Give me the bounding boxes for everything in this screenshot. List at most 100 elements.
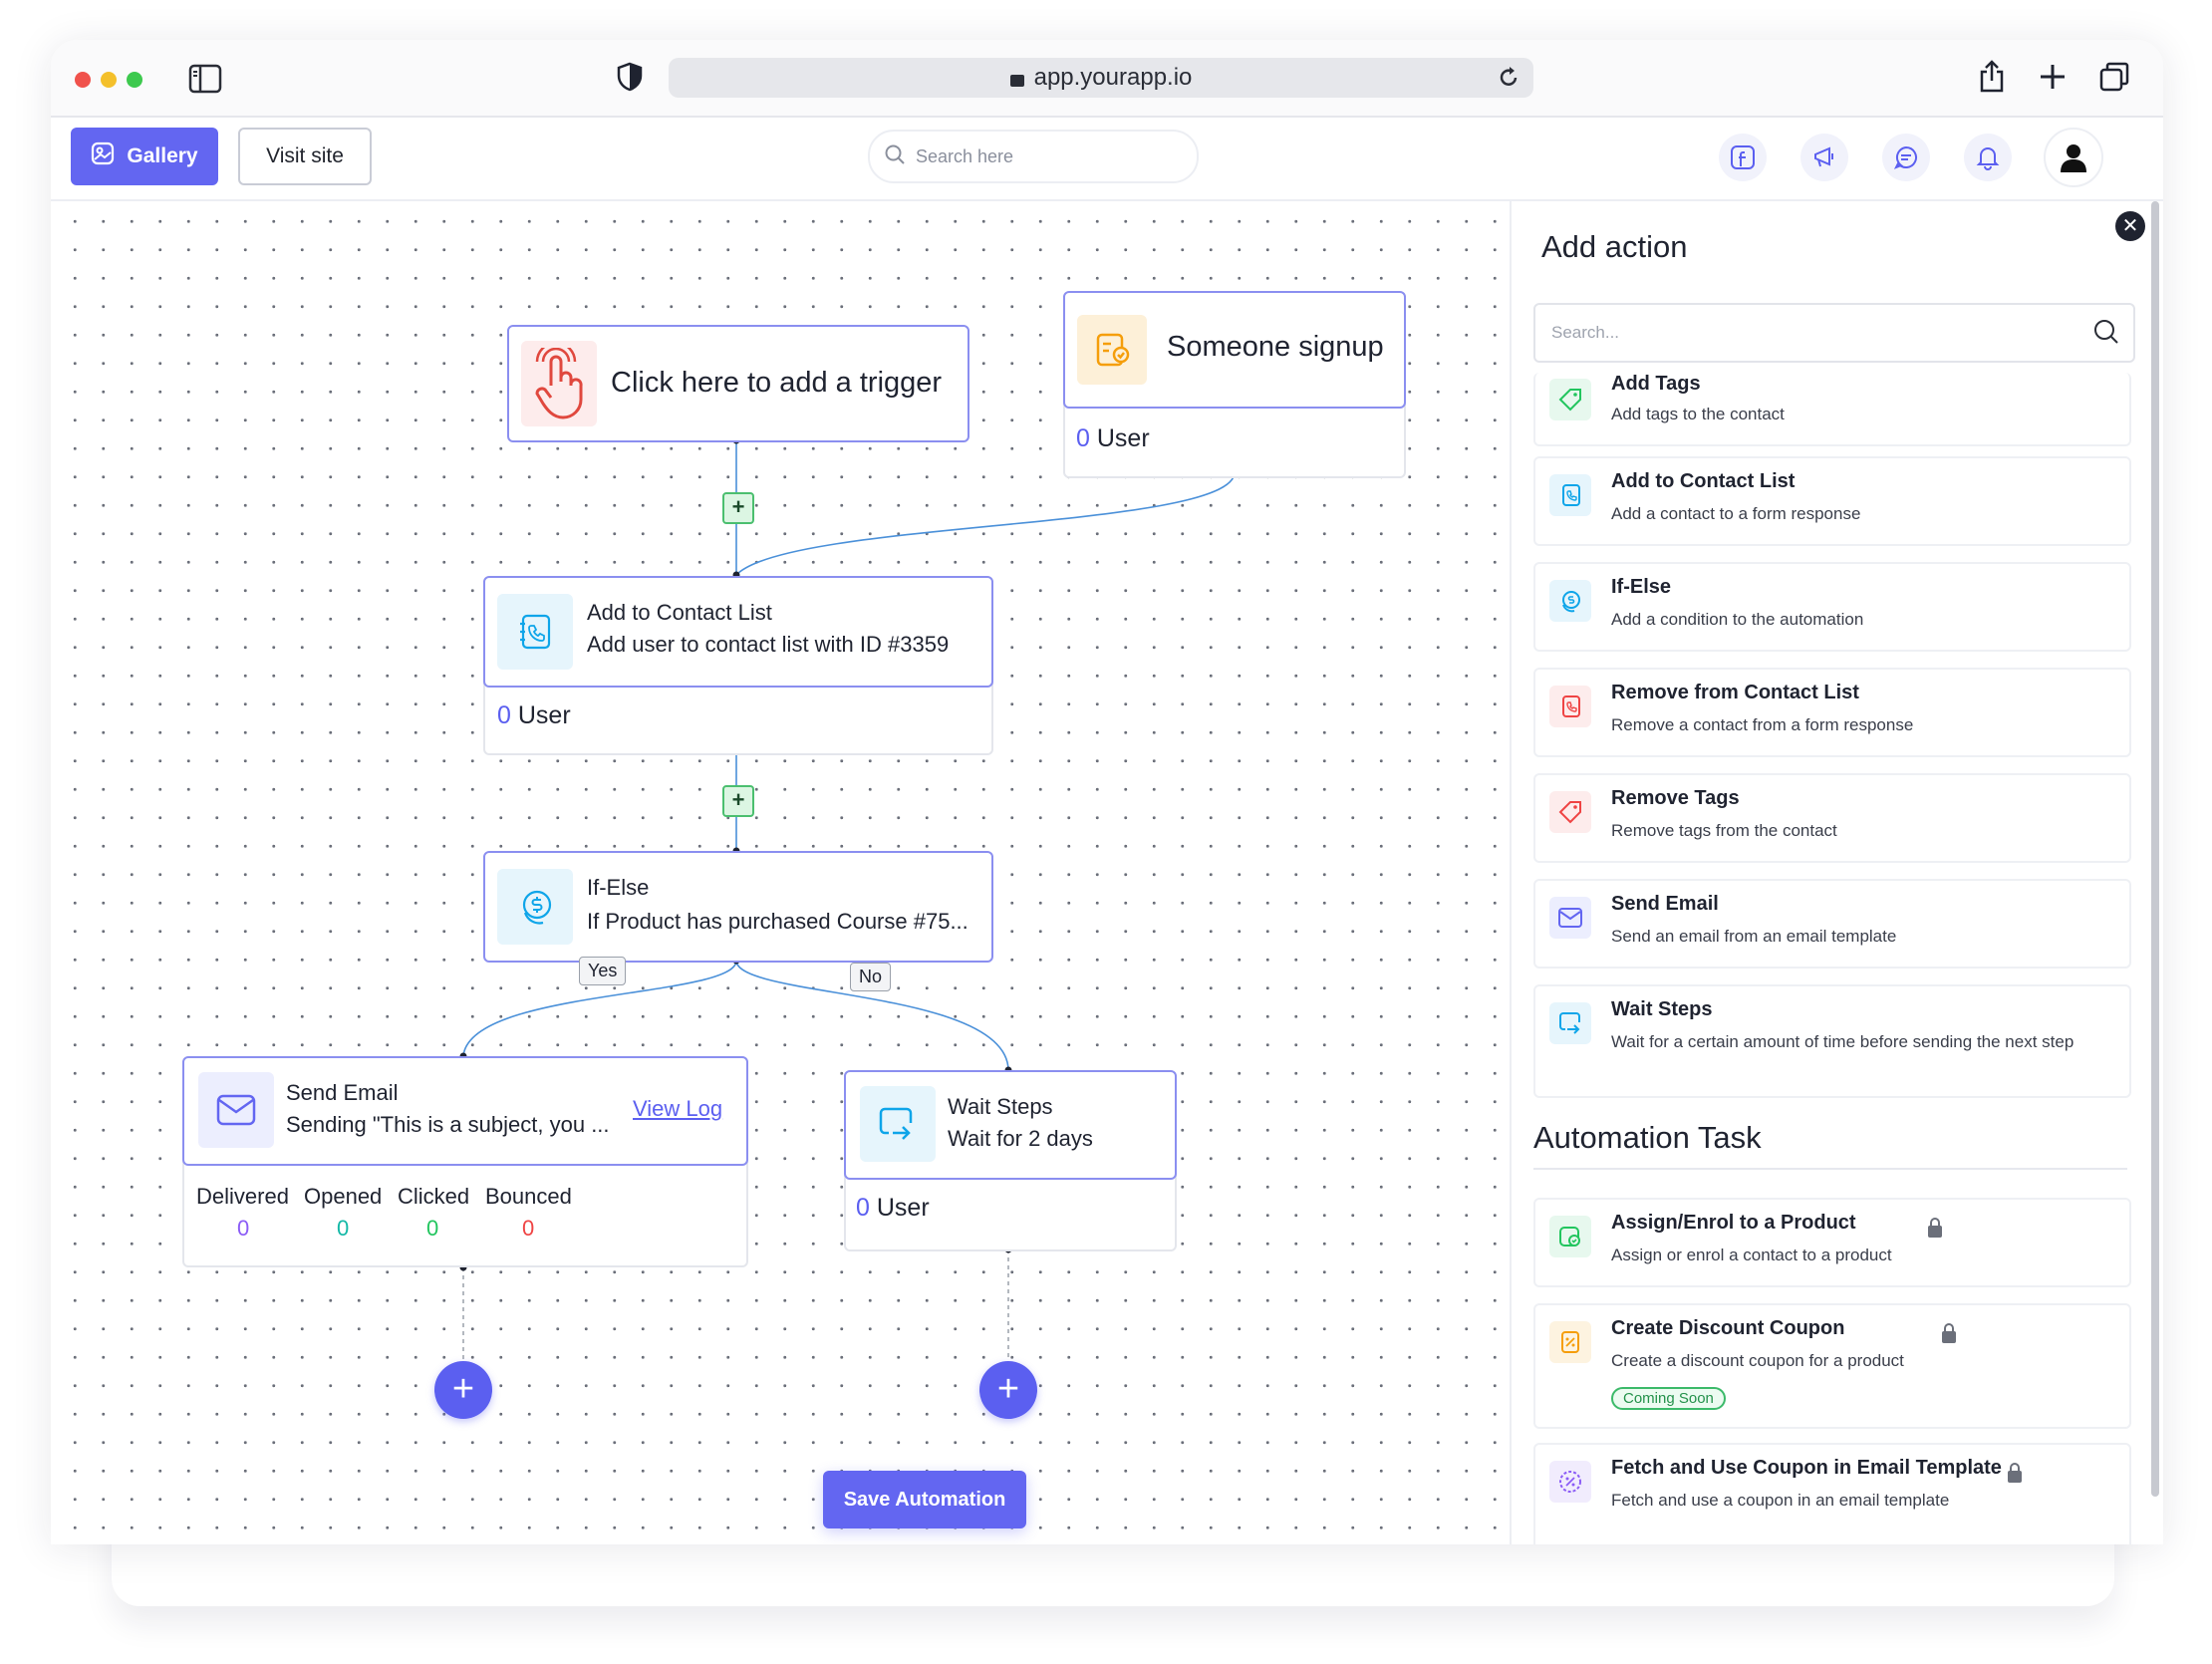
stat-value-bounced: 0 bbox=[522, 1216, 535, 1241]
contact-list-count-label: User bbox=[517, 701, 571, 729]
stat-value-clicked: 0 bbox=[426, 1216, 439, 1241]
if-else-node[interactable]: If-Else If Product has purchased Course … bbox=[483, 851, 993, 963]
signup-form-icon bbox=[1077, 315, 1147, 385]
action-desc: Remove a contact from a form response bbox=[1611, 715, 1914, 734]
add-step-button[interactable]: + bbox=[722, 492, 754, 524]
action-name: If-Else bbox=[1611, 576, 1672, 598]
signup-count-value: 0 bbox=[1076, 424, 1090, 452]
action-search-input[interactable]: Search... bbox=[1533, 303, 2135, 363]
task-desc: Create a discount coupon for a product bbox=[1611, 1351, 1904, 1370]
save-automation-button[interactable]: Save Automation bbox=[823, 1471, 1026, 1528]
lock-icon bbox=[1928, 1218, 1942, 1238]
contact-list-node[interactable]: Add to Contact List Add user to contact … bbox=[483, 576, 993, 688]
wait-steps-node[interactable]: Wait Steps Wait for 2 days bbox=[844, 1070, 1177, 1180]
action-desc: Add tags to the contact bbox=[1611, 405, 1785, 423]
if-else-subtitle: If Product has purchased Course #75... bbox=[587, 909, 968, 934]
signup-trigger-node[interactable]: Someone signup bbox=[1063, 291, 1406, 409]
wait-steps-count-label: User bbox=[876, 1194, 930, 1222]
contact-book-icon bbox=[1549, 686, 1591, 727]
task-item-create-discount-coupon[interactable]: Create Discount Coupon Create a discount… bbox=[1533, 1303, 2131, 1429]
avatar[interactable] bbox=[2044, 128, 2103, 187]
action-item-remove-from-contact-list[interactable]: Remove from Contact List Remove a contac… bbox=[1533, 668, 2131, 757]
tabs-overview-icon[interactable] bbox=[2099, 62, 2129, 97]
url-text: app.yourapp.io bbox=[1033, 64, 1193, 91]
task-name: Create Discount Coupon bbox=[1611, 1317, 1845, 1339]
top-search-input[interactable]: Search here bbox=[868, 130, 1199, 183]
megaphone-icon[interactable] bbox=[1800, 134, 1848, 181]
minimize-window-dot[interactable] bbox=[101, 72, 117, 88]
address-bar[interactable]: app.yourapp.io bbox=[669, 58, 1533, 98]
send-email-node[interactable]: Send Email Sending "This is a subject, y… bbox=[182, 1056, 748, 1166]
new-tab-icon[interactable] bbox=[2038, 62, 2068, 97]
if-else-title: If-Else bbox=[587, 875, 650, 900]
maximize-window-dot[interactable] bbox=[127, 72, 142, 88]
action-item-add-tags[interactable]: Add Tags Add tags to the contact bbox=[1533, 373, 2131, 446]
search-icon bbox=[2093, 319, 2119, 350]
trigger-label: Click here to add a trigger bbox=[611, 367, 943, 399]
action-item-wait-steps[interactable]: Wait Steps Wait for a certain amount of … bbox=[1533, 984, 2131, 1098]
task-name: Assign/Enrol to a Product bbox=[1611, 1212, 1856, 1234]
facebook-icon[interactable] bbox=[1719, 134, 1767, 181]
top-search-placeholder: Search here bbox=[916, 145, 1014, 166]
share-icon[interactable] bbox=[1978, 60, 2006, 99]
wait-icon bbox=[1549, 1002, 1591, 1044]
shield-icon[interactable] bbox=[617, 62, 643, 97]
sidebar-toggle-icon[interactable] bbox=[188, 64, 222, 99]
browser-titlebar: app.yourapp.io bbox=[51, 40, 2163, 118]
gallery-label: Gallery bbox=[127, 144, 198, 167]
task-desc: Fetch and use a coupon in an email templ… bbox=[1611, 1491, 1950, 1510]
add-step-button[interactable]: + bbox=[979, 1361, 1037, 1419]
lock-icon bbox=[2008, 1463, 2022, 1483]
signup-user-count: 0 User bbox=[1076, 424, 1150, 453]
contact-list-title: Add to Contact List bbox=[587, 600, 772, 625]
close-icon[interactable]: ✕ bbox=[2115, 211, 2145, 241]
lock-icon bbox=[1009, 75, 1024, 87]
coupon-icon bbox=[1549, 1461, 1591, 1503]
contact-list-count-value: 0 bbox=[497, 701, 511, 729]
add-step-button[interactable]: + bbox=[434, 1361, 492, 1419]
action-item-if-else[interactable]: If-Else Add a condition to the automatio… bbox=[1533, 562, 2131, 652]
action-item-send-email[interactable]: Send Email Send an email from an email t… bbox=[1533, 879, 2131, 969]
wait-icon bbox=[860, 1086, 936, 1162]
reload-icon[interactable] bbox=[1498, 66, 1520, 97]
action-item-add-to-contact-list[interactable]: Add to Contact List Add a contact to a f… bbox=[1533, 456, 2131, 546]
wait-steps-count-value: 0 bbox=[856, 1194, 870, 1222]
action-desc: Remove tags from the contact bbox=[1611, 821, 1837, 840]
close-window-dot[interactable] bbox=[75, 72, 91, 88]
add-step-button[interactable]: + bbox=[722, 785, 754, 817]
section-divider bbox=[1533, 1168, 2127, 1170]
bell-icon[interactable] bbox=[1964, 134, 2012, 181]
action-desc: Wait for a certain amount of time before… bbox=[1611, 1032, 2074, 1051]
action-desc: Add a condition to the automation bbox=[1611, 610, 1864, 629]
gallery-button[interactable]: Gallery bbox=[71, 128, 218, 185]
search-icon bbox=[884, 143, 906, 170]
task-item-fetch-coupon[interactable]: Fetch and Use Coupon in Email Template F… bbox=[1533, 1443, 2131, 1544]
task-desc: Assign or enrol a contact to a product bbox=[1611, 1246, 1892, 1264]
yes-branch-label: Yes bbox=[579, 957, 627, 985]
coupon-icon bbox=[1549, 1321, 1591, 1363]
app-toolbar: Gallery Visit site Search here bbox=[51, 118, 2163, 201]
action-name: Send Email bbox=[1611, 893, 1719, 915]
wait-steps-subtitle: Wait for 2 days bbox=[948, 1126, 1093, 1151]
add-action-panel: ✕ Add action Search... Add Tags Add tags… bbox=[1510, 201, 2163, 1544]
coming-soon-badge: Coming Soon bbox=[1611, 1387, 1726, 1410]
panel-scrollbar[interactable] bbox=[2151, 201, 2159, 1497]
action-item-remove-tags[interactable]: Remove Tags Remove tags from the contact bbox=[1533, 773, 2131, 863]
send-email-title: Send Email bbox=[286, 1080, 399, 1105]
lock-icon bbox=[1942, 1323, 1956, 1343]
user-icon bbox=[2061, 144, 2086, 172]
tap-hand-icon bbox=[521, 341, 597, 426]
stat-label-delivered: Delivered bbox=[196, 1184, 289, 1209]
visit-site-button[interactable]: Visit site bbox=[238, 128, 372, 185]
contact-list-subtitle: Add user to contact list with ID #3359 bbox=[587, 632, 950, 657]
chat-icon[interactable] bbox=[1882, 134, 1930, 181]
action-desc: Add a contact to a form response bbox=[1611, 504, 1861, 523]
trigger-node[interactable]: Click here to add a trigger bbox=[507, 325, 969, 442]
task-item-assign-enrol[interactable]: Assign/Enrol to a Product Assign or enro… bbox=[1533, 1198, 2131, 1287]
action-name: Remove Tags bbox=[1611, 787, 1740, 809]
no-branch-label: No bbox=[850, 963, 892, 991]
view-log-link[interactable]: View Log bbox=[633, 1096, 723, 1121]
automation-canvas[interactable]: Click here to add a trigger Someone sign… bbox=[51, 201, 1510, 1544]
contact-book-icon bbox=[497, 594, 573, 670]
action-name: Wait Steps bbox=[1611, 998, 1713, 1020]
